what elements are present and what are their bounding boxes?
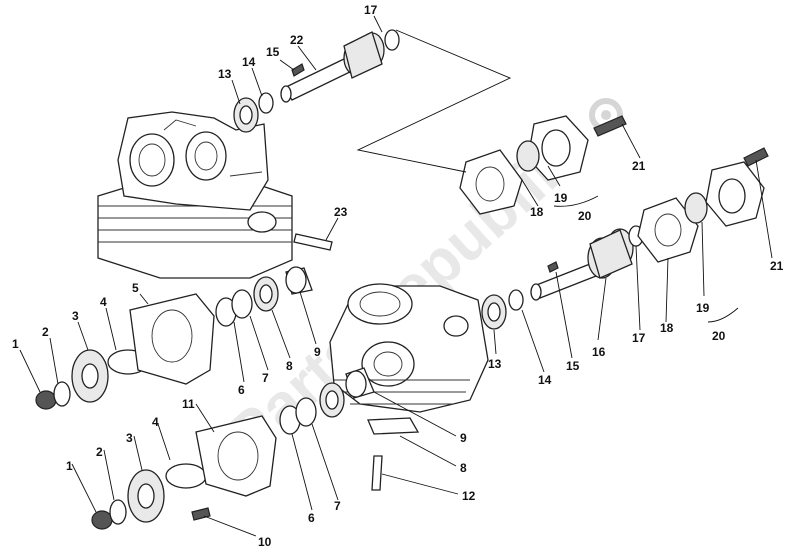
callout-23: 23: [334, 205, 348, 219]
upper-cylinder-head: [97, 111, 293, 279]
callout-5: 5: [132, 281, 139, 295]
gasket-18-lower: [637, 197, 699, 263]
callout-20: 20: [712, 329, 726, 343]
upper-camshaft-22: [280, 31, 385, 103]
callout-9: 9: [314, 345, 321, 359]
callout-2: 2: [42, 325, 49, 339]
callout-19: 19: [696, 301, 710, 315]
upper-pulley-group: [35, 293, 215, 410]
callout-4: 4: [152, 415, 159, 429]
bearing-13-lower: [481, 294, 507, 330]
callout-15: 15: [266, 45, 280, 59]
gasket-18-upper: [459, 149, 523, 215]
callout-21: 21: [770, 259, 784, 273]
callout-19: 19: [554, 191, 568, 205]
callout-4: 4: [100, 295, 107, 309]
callout-13: 13: [218, 67, 232, 81]
callout-2: 2: [96, 445, 103, 459]
lower-pulley-group: [91, 415, 277, 530]
cover-20-lower: [684, 161, 765, 227]
callout-16: 16: [592, 345, 606, 359]
callout-6: 6: [308, 511, 315, 525]
dowel-12: [371, 455, 383, 491]
callout-7: 7: [334, 499, 341, 513]
callout-12: 12: [462, 489, 476, 503]
callout-1: 1: [12, 337, 19, 351]
callout-22: 22: [290, 33, 304, 47]
callout-17: 17: [364, 3, 378, 17]
cover-20-upper: [516, 115, 589, 181]
callout-8: 8: [286, 359, 293, 373]
bolt-21-lower: [743, 147, 769, 167]
callout-10: 10: [258, 535, 272, 549]
ring-14-lower: [508, 289, 524, 311]
callout-7: 7: [262, 371, 269, 385]
callout-6: 6: [238, 383, 245, 397]
lower-cylinder-head: [329, 283, 489, 435]
callout-20: 20: [578, 209, 592, 223]
callout-17: 17: [632, 331, 646, 345]
callout-21: 21: [632, 159, 646, 173]
callout-8: 8: [460, 461, 467, 475]
washer-17-upper: [384, 29, 400, 51]
seals-bearings-lower: [279, 367, 375, 435]
callout-3: 3: [126, 431, 133, 445]
callout-3: 3: [72, 309, 79, 323]
bearing-13-upper: [233, 97, 259, 133]
callout-14: 14: [242, 55, 256, 69]
leader-lines: [19, 15, 773, 537]
callout-18: 18: [530, 205, 544, 219]
seals-bearings-upper: [215, 266, 313, 327]
key-15-upper: [291, 63, 305, 77]
callout-15: 15: [566, 359, 580, 373]
callout-labels: 17 22 15 14 13 21 18 19 20 23 21 5 4 3 2…: [12, 3, 784, 549]
callout-18: 18: [660, 321, 674, 335]
callout-13: 13: [488, 357, 502, 371]
callout-11: 11: [182, 397, 195, 411]
key-15-lower: [547, 261, 559, 273]
callout-14: 14: [538, 373, 552, 387]
callout-1: 1: [66, 459, 73, 473]
ring-14-upper: [258, 92, 274, 114]
callout-9: 9: [460, 431, 467, 445]
lower-camshaft-16: [530, 228, 634, 301]
bolt-21-upper: [593, 115, 627, 137]
dowel-23: [293, 233, 333, 251]
